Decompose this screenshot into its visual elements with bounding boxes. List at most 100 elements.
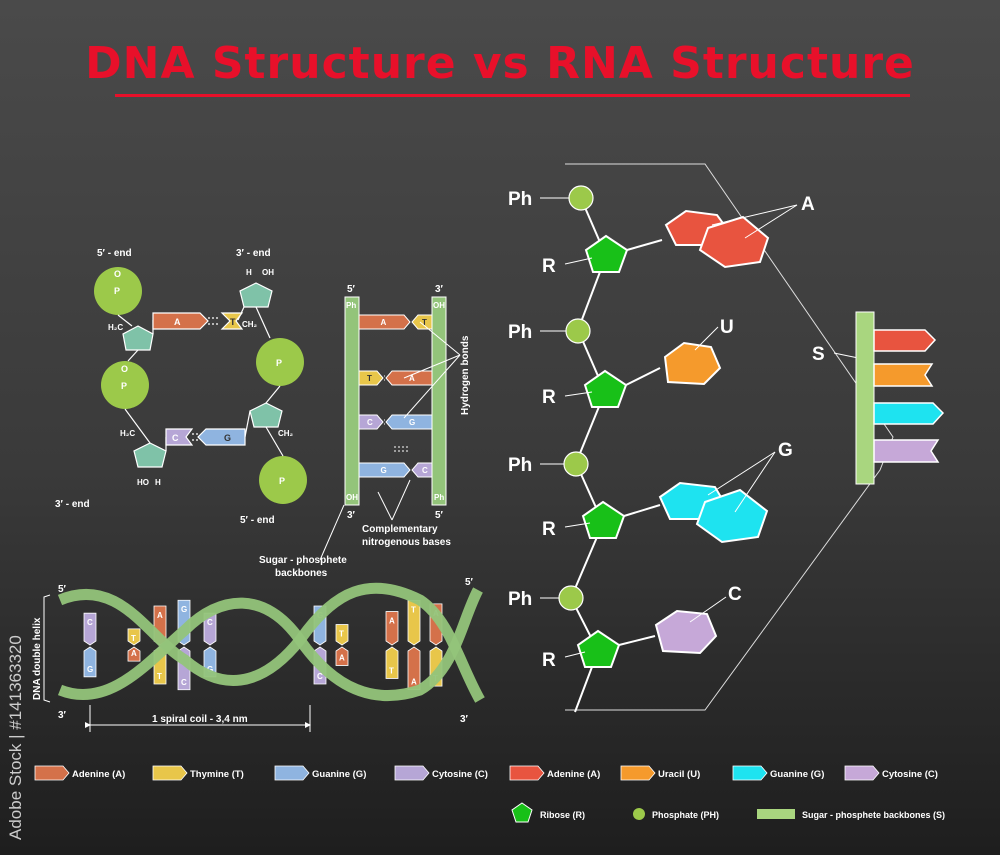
ladder-base-left-label: C (367, 418, 373, 427)
legend-label: Uracil (U) (658, 769, 700, 780)
helix-base-bottom-label: A (411, 677, 417, 686)
legend-item: Cytosine (C) (394, 765, 488, 781)
rna-ribose (583, 369, 628, 408)
rna-ph-label: Ph (508, 455, 532, 476)
chain-base-t-label: T (230, 317, 236, 327)
ladder-base-left (358, 414, 384, 430)
sugar-backbones-label-1: Sugar - phosphete (259, 555, 347, 566)
chain-3-end-label: 3′ - end (236, 248, 271, 259)
helix-base-top (335, 624, 349, 646)
spiral-coil-label: 1 spiral coil - 3,4 nm (152, 714, 248, 725)
ladder-backbone-left (344, 296, 360, 506)
phosphate-p-label: P (114, 286, 120, 296)
backbone-tab-cytosine (873, 439, 940, 463)
legend-phosphate-icon (633, 808, 645, 820)
rna-ph-label: Ph (508, 589, 532, 610)
helix-base-bottom (83, 646, 97, 678)
helix-base-bottom-label: A (339, 653, 345, 662)
legend-item: Uracil (U) (620, 765, 700, 781)
backbone-tab-adenine (873, 329, 937, 352)
complementary-label-2: nitrogenous bases (362, 537, 451, 548)
helix-strand-2 (57, 587, 483, 702)
hydrogen-label: H (155, 478, 161, 487)
helix-base-bottom (335, 646, 349, 666)
rna-ribose (581, 500, 626, 539)
helix-base-bottom (385, 646, 399, 679)
helix-base-bottom-label: C (181, 678, 187, 687)
deoxyribose-sugar (239, 282, 273, 308)
rna-ph-label: Ph (508, 189, 532, 210)
legend-structure-labels: Ribose (R) Phosphate (PH) Sugar - phosph… (540, 810, 945, 820)
ch2-label: CH₂ (278, 429, 294, 438)
ladder-base-right-label: C (422, 466, 428, 475)
legend-bases: Adenine (A) Thymine (T) Guanine (G) Cytosin… (34, 765, 938, 781)
legend-swatch (274, 765, 310, 781)
legend-swatch (34, 765, 70, 781)
sugar-backbones-label-2: backbones (275, 568, 328, 579)
legend-item: Guanine (G) (274, 765, 366, 781)
ladder-3-prime-bottom: 3′ (347, 510, 356, 521)
rna-phosphate (565, 318, 591, 344)
helix-base-top (127, 628, 141, 646)
rna-s-label: S (812, 344, 825, 365)
legend-label: Thymine (T) (190, 769, 244, 780)
rna-phosphate (568, 185, 594, 211)
ladder-base-right (385, 370, 433, 386)
rna-base-guanine (695, 488, 769, 544)
legend-swatch (509, 765, 545, 781)
legend-backbone-icon (757, 809, 795, 819)
phosphate-circle (259, 456, 307, 504)
rna-ribose (584, 234, 629, 273)
dna-double-helix-label: DNA double helix (32, 617, 43, 700)
rna-sugar-phosphate-backbone (855, 311, 875, 485)
helix-5-prime-right: 5′ (465, 577, 474, 588)
legend-swatch (620, 765, 656, 781)
ladder-base-right-label: T (422, 318, 427, 327)
helix-base-bottom-label: G (87, 665, 93, 674)
chain-3-end-bottom-label: 3′ - end (55, 499, 90, 510)
legend-item: Adenine (A) (509, 765, 600, 781)
rna-uracil-label: U (720, 317, 734, 338)
legend-label: Cytosine (C) (882, 769, 938, 780)
ladder-base-right (411, 462, 433, 478)
rna-ribose (576, 629, 621, 668)
ladder-backbone-right (431, 296, 447, 506)
phosphate-o-label: O (121, 364, 128, 374)
base-adenine (152, 312, 209, 330)
rna-ph-label: Ph (508, 322, 532, 343)
h2c-label: H₂C (120, 429, 135, 438)
helix-base-top (83, 612, 97, 646)
helix-base-bottom-label: T (157, 672, 162, 681)
ladder-base-left-label: A (381, 318, 387, 327)
legend-label: Cytosine (C) (432, 769, 488, 780)
phosphate-p-label: P (121, 381, 127, 391)
legend-item: Guanine (G) (732, 765, 824, 781)
helix-base-pair: TA (127, 628, 141, 662)
base-thymine (220, 312, 244, 330)
ladder-base-left (358, 370, 384, 386)
helix-base-pair: GC (177, 599, 191, 691)
ladder-base-right (411, 314, 433, 330)
legend-swatch (394, 765, 430, 781)
helix-base-bottom-label: T (389, 666, 394, 675)
helix-base-top-label: C (87, 618, 93, 627)
phosphate-p-label: P (276, 358, 282, 368)
ladder-base-right-label: A (409, 374, 415, 383)
ladder-base-left (358, 462, 411, 478)
helix-base-bottom-label: C (317, 672, 323, 681)
rna-phosphate (558, 585, 584, 611)
legend-swatch (152, 765, 188, 781)
phosphate-circle (256, 338, 304, 386)
hydroxyl-label: HO (137, 478, 149, 487)
ladder-ph-label: Ph (434, 493, 444, 502)
hydrogen-bonds-label: Hydrogen bonds (460, 335, 471, 415)
phosphate-p-label: P (279, 476, 285, 486)
helix-3-prime-left: 3′ (58, 710, 67, 721)
chain-base-a-label: A (174, 317, 181, 327)
